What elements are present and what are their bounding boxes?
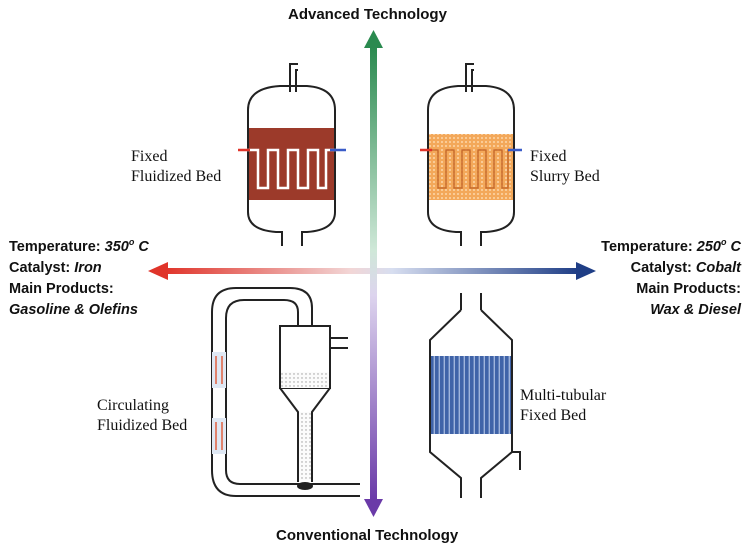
fixed-slurry-bed-label: Fixed Slurry Bed [530, 147, 600, 187]
fixed-fluidized-bed-label-line2: Fluidized Bed [131, 168, 222, 185]
left-products-value: Gasoline & Olefins [9, 301, 138, 318]
circulating-fluidized-bed-reactor [211, 287, 360, 497]
multi-tubular-fixed-bed-label-line2: Fixed Bed [520, 407, 587, 424]
advanced-technology-label: Advanced Technology [288, 6, 447, 23]
fixed-fluidized-bed-reactor [238, 63, 346, 246]
technology-axis-arrow [364, 30, 383, 517]
right-products-label: Main Products: [636, 280, 741, 297]
fixed-fluidized-bed-label-line1: Fixed [131, 148, 168, 165]
left-temperature: Temperature: 350o C [9, 237, 149, 255]
conventional-technology-label: Conventional Technology [276, 527, 459, 544]
right-temperature: Temperature: 250o C [601, 237, 741, 255]
left-catalyst: Catalyst: Iron [9, 259, 102, 276]
circulating-fluidized-bed-label: Circulating Fluidized Bed [97, 396, 187, 436]
left-products-label: Main Products: [9, 280, 114, 297]
multi-tubular-fixed-bed-label: Multi-tubular Fixed Bed [520, 386, 606, 426]
fixed-slurry-bed-reactor [420, 63, 522, 246]
multi-tubular-fixed-bed-reactor [429, 293, 521, 498]
right-catalyst: Catalyst: Cobalt [630, 259, 741, 276]
circulating-fluidized-bed-label-line1: Circulating [97, 397, 169, 414]
circulating-fluidized-bed-label-line2: Fluidized Bed [97, 417, 188, 434]
fixed-slurry-bed-label-line1: Fixed [530, 148, 567, 165]
fixed-fluidized-bed-label: Fixed Fluidized Bed [131, 147, 221, 187]
iron-catalyst-conditions: Temperature: 350o C Catalyst: Iron Main … [9, 232, 149, 321]
right-products-value: Wax & Diesel [650, 301, 741, 318]
multi-tubular-fixed-bed-label-line1: Multi-tubular [520, 387, 607, 404]
cobalt-catalyst-conditions: Temperature: 250o C Catalyst: Cobalt Mai… [601, 232, 741, 321]
fixed-slurry-bed-label-line2: Slurry Bed [530, 168, 600, 185]
